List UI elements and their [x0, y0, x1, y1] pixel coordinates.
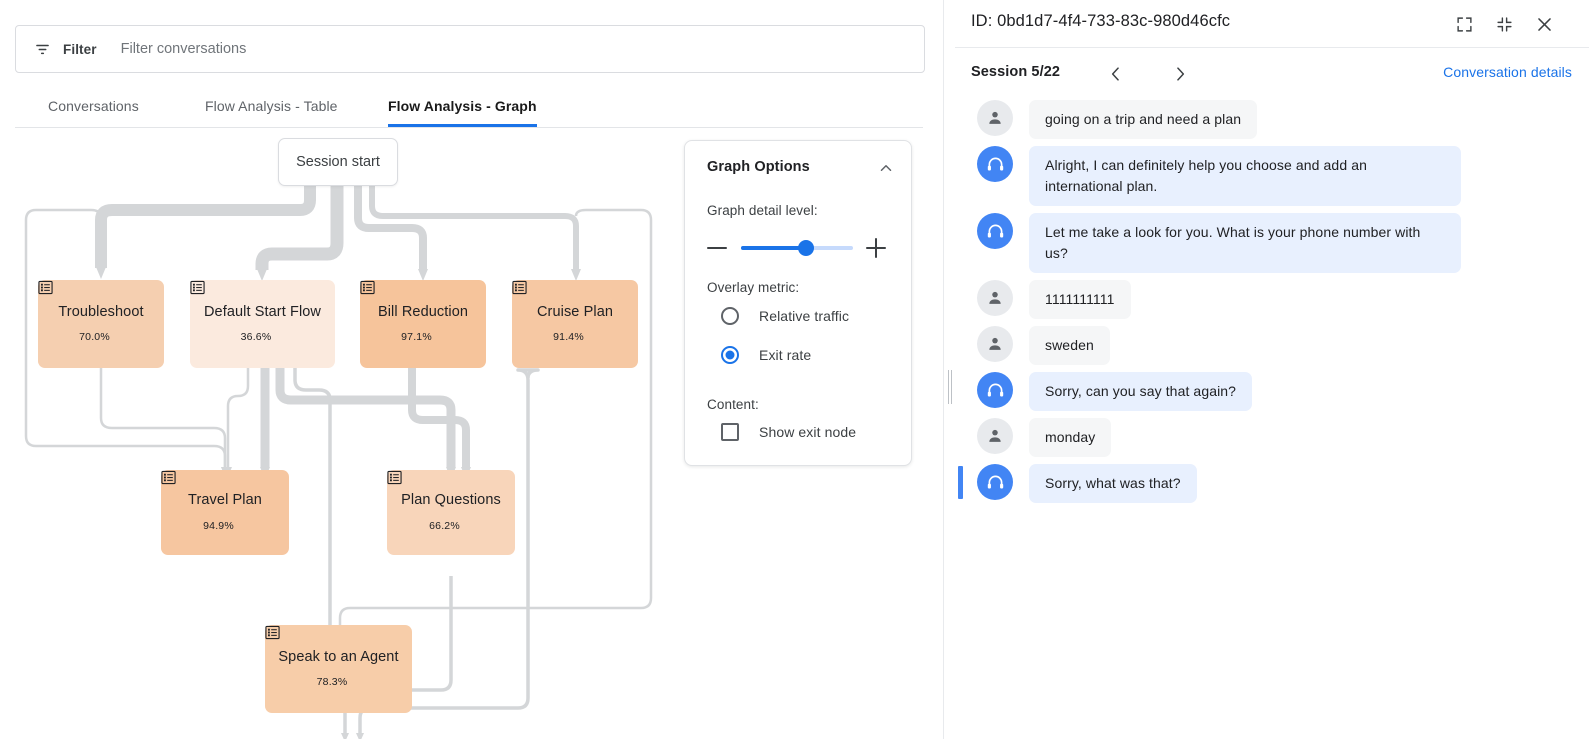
- agent-avatar-icon: [977, 213, 1013, 249]
- user-avatar-icon: [977, 326, 1013, 362]
- node-metrics: 97.1%: [360, 280, 445, 344]
- message-row[interactable]: sweden: [955, 326, 1589, 365]
- agent-avatar-icon: [977, 464, 1013, 500]
- message-row-selected[interactable]: Sorry, what was that?: [955, 464, 1589, 503]
- node-metrics: 91.4%: [512, 280, 597, 344]
- drag-handle-icon[interactable]: [947, 370, 953, 404]
- message-text: 1111111111: [1029, 280, 1131, 319]
- node-label: Plan Questions: [401, 492, 501, 509]
- slider-thumb[interactable]: [797, 240, 814, 256]
- message-row[interactable]: going on a trip and need a plan: [955, 100, 1589, 139]
- graph-node-speak-to-an-agent[interactable]: Speak to an Agent 78.3%: [265, 625, 412, 713]
- message-list[interactable]: going on a trip and need a plan Alright,…: [955, 100, 1589, 739]
- chevron-right-icon[interactable]: [1166, 60, 1194, 88]
- conversation-id: ID: 0bd1d7-4f4-733-83c-980d46cfc: [971, 12, 1231, 30]
- content-label: Content:: [707, 397, 759, 412]
- filter-bar[interactable]: Filter: [15, 25, 925, 73]
- node-metric-value: 97.1%: [401, 331, 432, 344]
- detail-level-slider[interactable]: [741, 240, 853, 256]
- node-metric-value: 36.6%: [240, 331, 272, 344]
- slider-fill: [741, 246, 806, 250]
- message-row[interactable]: Let me take a look for you. What is your…: [955, 213, 1589, 273]
- chevron-up-icon[interactable]: [877, 159, 895, 182]
- graph-detail-level-label: Graph detail level:: [707, 203, 818, 218]
- node-label: Cruise Plan: [536, 303, 614, 320]
- node-label: Troubleshoot: [58, 303, 144, 320]
- node-metric-value: 78.3%: [316, 676, 348, 689]
- node-metrics: 94.9%: [161, 470, 247, 532]
- agent-avatar-icon: [977, 372, 1013, 408]
- message-text: Let me take a look for you. What is your…: [1029, 213, 1461, 273]
- overlay-metric-label: Overlay metric:: [707, 280, 800, 295]
- node-metric-value: 66.2%: [429, 519, 460, 532]
- message-text: Alright, I can definitely help you choos…: [1029, 146, 1461, 206]
- plus-icon[interactable]: [866, 238, 886, 258]
- user-avatar-icon: [977, 418, 1013, 454]
- conversation-details-link[interactable]: Conversation details: [1443, 64, 1572, 80]
- checkbox-label: Show exit node: [759, 424, 857, 440]
- graph-node-default-start-flow[interactable]: Default Start Flow 36.6%: [190, 280, 335, 368]
- session-nav-bar: Session 5/22 Conversation details: [955, 48, 1589, 101]
- chevron-left-icon[interactable]: [1102, 60, 1130, 88]
- radio-button-selected[interactable]: [721, 346, 739, 364]
- radio-exit-rate[interactable]: Exit rate: [721, 346, 811, 364]
- conversation-header: ID: 0bd1d7-4f4-733-83c-980d46cfc: [955, 0, 1589, 48]
- session-counter: Session 5/22: [971, 64, 1061, 80]
- flow-analysis-pane: Filter Conversations Flow Analysis - Tab…: [0, 0, 945, 739]
- graph-detail-slider-row: [707, 231, 893, 265]
- checkbox-show-exit-node[interactable]: Show exit node: [721, 423, 856, 441]
- node-metric-value: 70.0%: [79, 331, 110, 344]
- radio-button[interactable]: [721, 307, 739, 325]
- filter-label: Filter: [63, 41, 97, 57]
- collapse-icon[interactable]: [1490, 10, 1518, 38]
- node-metrics: 70.0%: [38, 280, 123, 344]
- message-text: Sorry, what was that?: [1029, 464, 1197, 503]
- node-label: Speak to an Agent: [278, 648, 399, 665]
- radio-label: Exit rate: [759, 347, 812, 363]
- agent-avatar-icon: [977, 146, 1013, 182]
- message-row[interactable]: Sorry, can you say that again?: [955, 372, 1589, 411]
- tab-bar: Conversations Flow Analysis - Table Flow…: [15, 88, 923, 128]
- message-text: sweden: [1029, 326, 1110, 365]
- message-row[interactable]: Alright, I can definitely help you choos…: [955, 146, 1589, 206]
- message-row[interactable]: 1111111111: [955, 280, 1589, 319]
- node-label: Bill Reduction: [377, 303, 469, 320]
- search-input[interactable]: [118, 33, 763, 65]
- minus-icon[interactable]: [707, 247, 727, 249]
- expand-icon[interactable]: [1450, 10, 1478, 38]
- tab-flow-analysis-graph[interactable]: Flow Analysis - Graph: [388, 88, 537, 127]
- graph-node-plan-questions[interactable]: Plan Questions 66.2%: [387, 470, 515, 555]
- user-avatar-icon: [977, 280, 1013, 316]
- selected-message-indicator: [958, 466, 963, 499]
- node-metrics: 36.6%: [190, 280, 285, 344]
- session-start-label: Session start: [296, 154, 380, 170]
- conversation-pane: ID: 0bd1d7-4f4-733-83c-980d46cfc Session…: [955, 0, 1589, 739]
- node-metric-value: 91.4%: [553, 331, 584, 344]
- graph-node-cruise-plan[interactable]: Cruise Plan 91.4%: [512, 280, 638, 368]
- checkbox-input[interactable]: [721, 423, 739, 441]
- graph-node-travel-plan[interactable]: Travel Plan 94.9%: [161, 470, 289, 555]
- user-avatar-icon: [977, 100, 1013, 136]
- graph-options-title: Graph Options: [707, 159, 810, 175]
- message-text: going on a trip and need a plan: [1029, 100, 1258, 139]
- graph-node-bill-reduction[interactable]: Bill Reduction 97.1%: [360, 280, 486, 368]
- node-label: Default Start Flow: [203, 303, 322, 320]
- tab-conversations[interactable]: Conversations: [48, 98, 139, 114]
- node-metrics: 66.2%: [387, 470, 473, 532]
- radio-label: Relative traffic: [759, 308, 850, 324]
- filter-icon: [33, 40, 52, 59]
- graph-options-panel: Graph Options Graph detail level: Overla…: [684, 140, 912, 466]
- node-metrics: 78.3%: [265, 625, 361, 689]
- tab-flow-analysis-table[interactable]: Flow Analysis - Table: [205, 98, 338, 114]
- graph-node-session-start[interactable]: Session start: [278, 138, 398, 186]
- message-text: monday: [1029, 418, 1112, 457]
- message-row[interactable]: monday: [955, 418, 1589, 457]
- node-label: Travel Plan: [188, 492, 262, 509]
- message-text: Sorry, can you say that again?: [1029, 372, 1253, 411]
- graph-node-troubleshoot[interactable]: Troubleshoot 70.0%: [38, 280, 164, 368]
- node-metric-value: 94.9%: [203, 519, 234, 532]
- radio-relative-traffic[interactable]: Relative traffic: [721, 307, 849, 325]
- close-icon[interactable]: [1530, 10, 1558, 38]
